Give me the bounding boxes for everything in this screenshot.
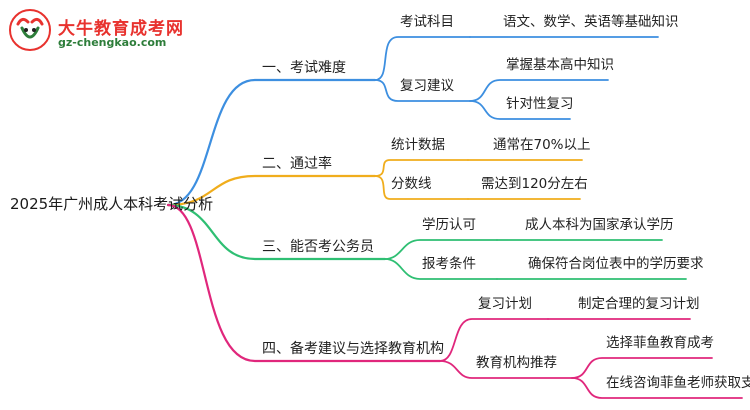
branch-3-label: 三、能否考公务员 bbox=[262, 239, 374, 255]
connector-line bbox=[571, 357, 713, 379]
connector-line bbox=[439, 318, 549, 362]
connector-line bbox=[166, 203, 442, 363]
branch-4-label: 四、备考建议与选择教育机构 bbox=[262, 341, 444, 357]
branch-4-child-1: 复习计划 bbox=[478, 296, 532, 312]
connector-line bbox=[439, 360, 573, 379]
branch-4-child-2: 教育机构推荐 bbox=[476, 355, 557, 371]
branch-2-child-2: 分数线 bbox=[391, 176, 432, 192]
branch-2-leaf-1: 通常在70%以上 bbox=[493, 137, 591, 153]
connector-line bbox=[166, 174, 377, 207]
branch-4-leaf-2: 选择菲鱼教育成考 bbox=[606, 335, 714, 351]
branch-1-child-1: 考试科目 bbox=[400, 14, 454, 30]
branch-2-leaf-2: 需达到120分左右 bbox=[481, 176, 588, 192]
branch-4-leaf-1: 制定合理的复习计划 bbox=[578, 296, 700, 312]
branch-3-child-2: 报考条件 bbox=[422, 256, 476, 272]
logo-domain: gz-chengkao.com bbox=[58, 36, 167, 49]
site-logo: 大牛教育成考网 gz-chengkao.com bbox=[8, 8, 208, 54]
branch-2-child-1: 统计数据 bbox=[391, 137, 445, 153]
branch-3-leaf-2: 确保符合岗位表中的学历要求 bbox=[528, 256, 704, 272]
connector-line bbox=[469, 100, 571, 120]
branch-3-child-1: 学历认可 bbox=[422, 217, 476, 233]
branch-1-leaf-2: 掌握基本高中知识 bbox=[506, 57, 614, 73]
connector-line bbox=[374, 159, 469, 177]
connector-line bbox=[166, 78, 377, 207]
connector-line bbox=[374, 79, 471, 102]
connector-line bbox=[374, 36, 471, 81]
connector-line bbox=[374, 175, 469, 200]
branch-4-leaf-3: 在线咨询菲鱼老师获取支持 bbox=[606, 375, 750, 391]
connector-line bbox=[166, 203, 387, 261]
branch-1-leaf-3: 针对性复习 bbox=[506, 96, 574, 112]
branch-1-leaf-1: 语文、数学、英语等基础知识 bbox=[503, 14, 679, 30]
branch-3-leaf-1: 成人本科为国家承认学历 bbox=[525, 217, 674, 233]
branch-1-label: 一、考试难度 bbox=[262, 60, 346, 76]
branch-1-child-2: 复习建议 bbox=[400, 78, 454, 94]
bull-logo-icon bbox=[9, 9, 51, 51]
connector-line bbox=[571, 377, 743, 399]
logo-name: 大牛教育成考网 bbox=[58, 19, 184, 39]
branch-2-label: 二、通过率 bbox=[262, 156, 332, 172]
root-topic: 2025年广州成人本科考试分析 bbox=[10, 195, 214, 213]
connector-line bbox=[469, 79, 609, 102]
connector-line bbox=[384, 239, 498, 260]
connector-line bbox=[384, 258, 498, 280]
